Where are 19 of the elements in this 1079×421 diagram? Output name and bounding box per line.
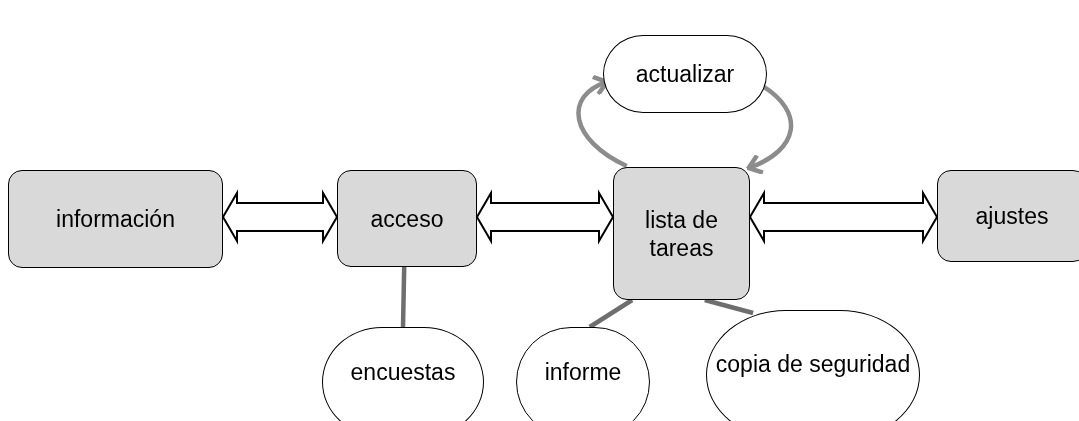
process-box [337, 170, 477, 267]
connector-line [588, 298, 634, 329]
process-box [937, 170, 1079, 262]
connector-line [400, 266, 407, 328]
node-label: lista de tareas [644, 205, 719, 262]
node-label: encuestas [350, 358, 456, 386]
curved-arrow [576, 75, 628, 168]
curved-arrow [746, 83, 794, 174]
node-label: ajustes [975, 202, 1049, 230]
double-arrow [221, 189, 339, 245]
node-label: informe [544, 358, 622, 386]
node-label: información [56, 205, 175, 233]
double-arrow [748, 189, 939, 245]
process-box [613, 167, 750, 300]
process-box [8, 170, 223, 268]
double-arrow [475, 189, 615, 245]
node-label: acceso [370, 204, 444, 233]
node-label: copia de seguridad [715, 350, 911, 378]
node-label: actualizar [635, 60, 735, 88]
